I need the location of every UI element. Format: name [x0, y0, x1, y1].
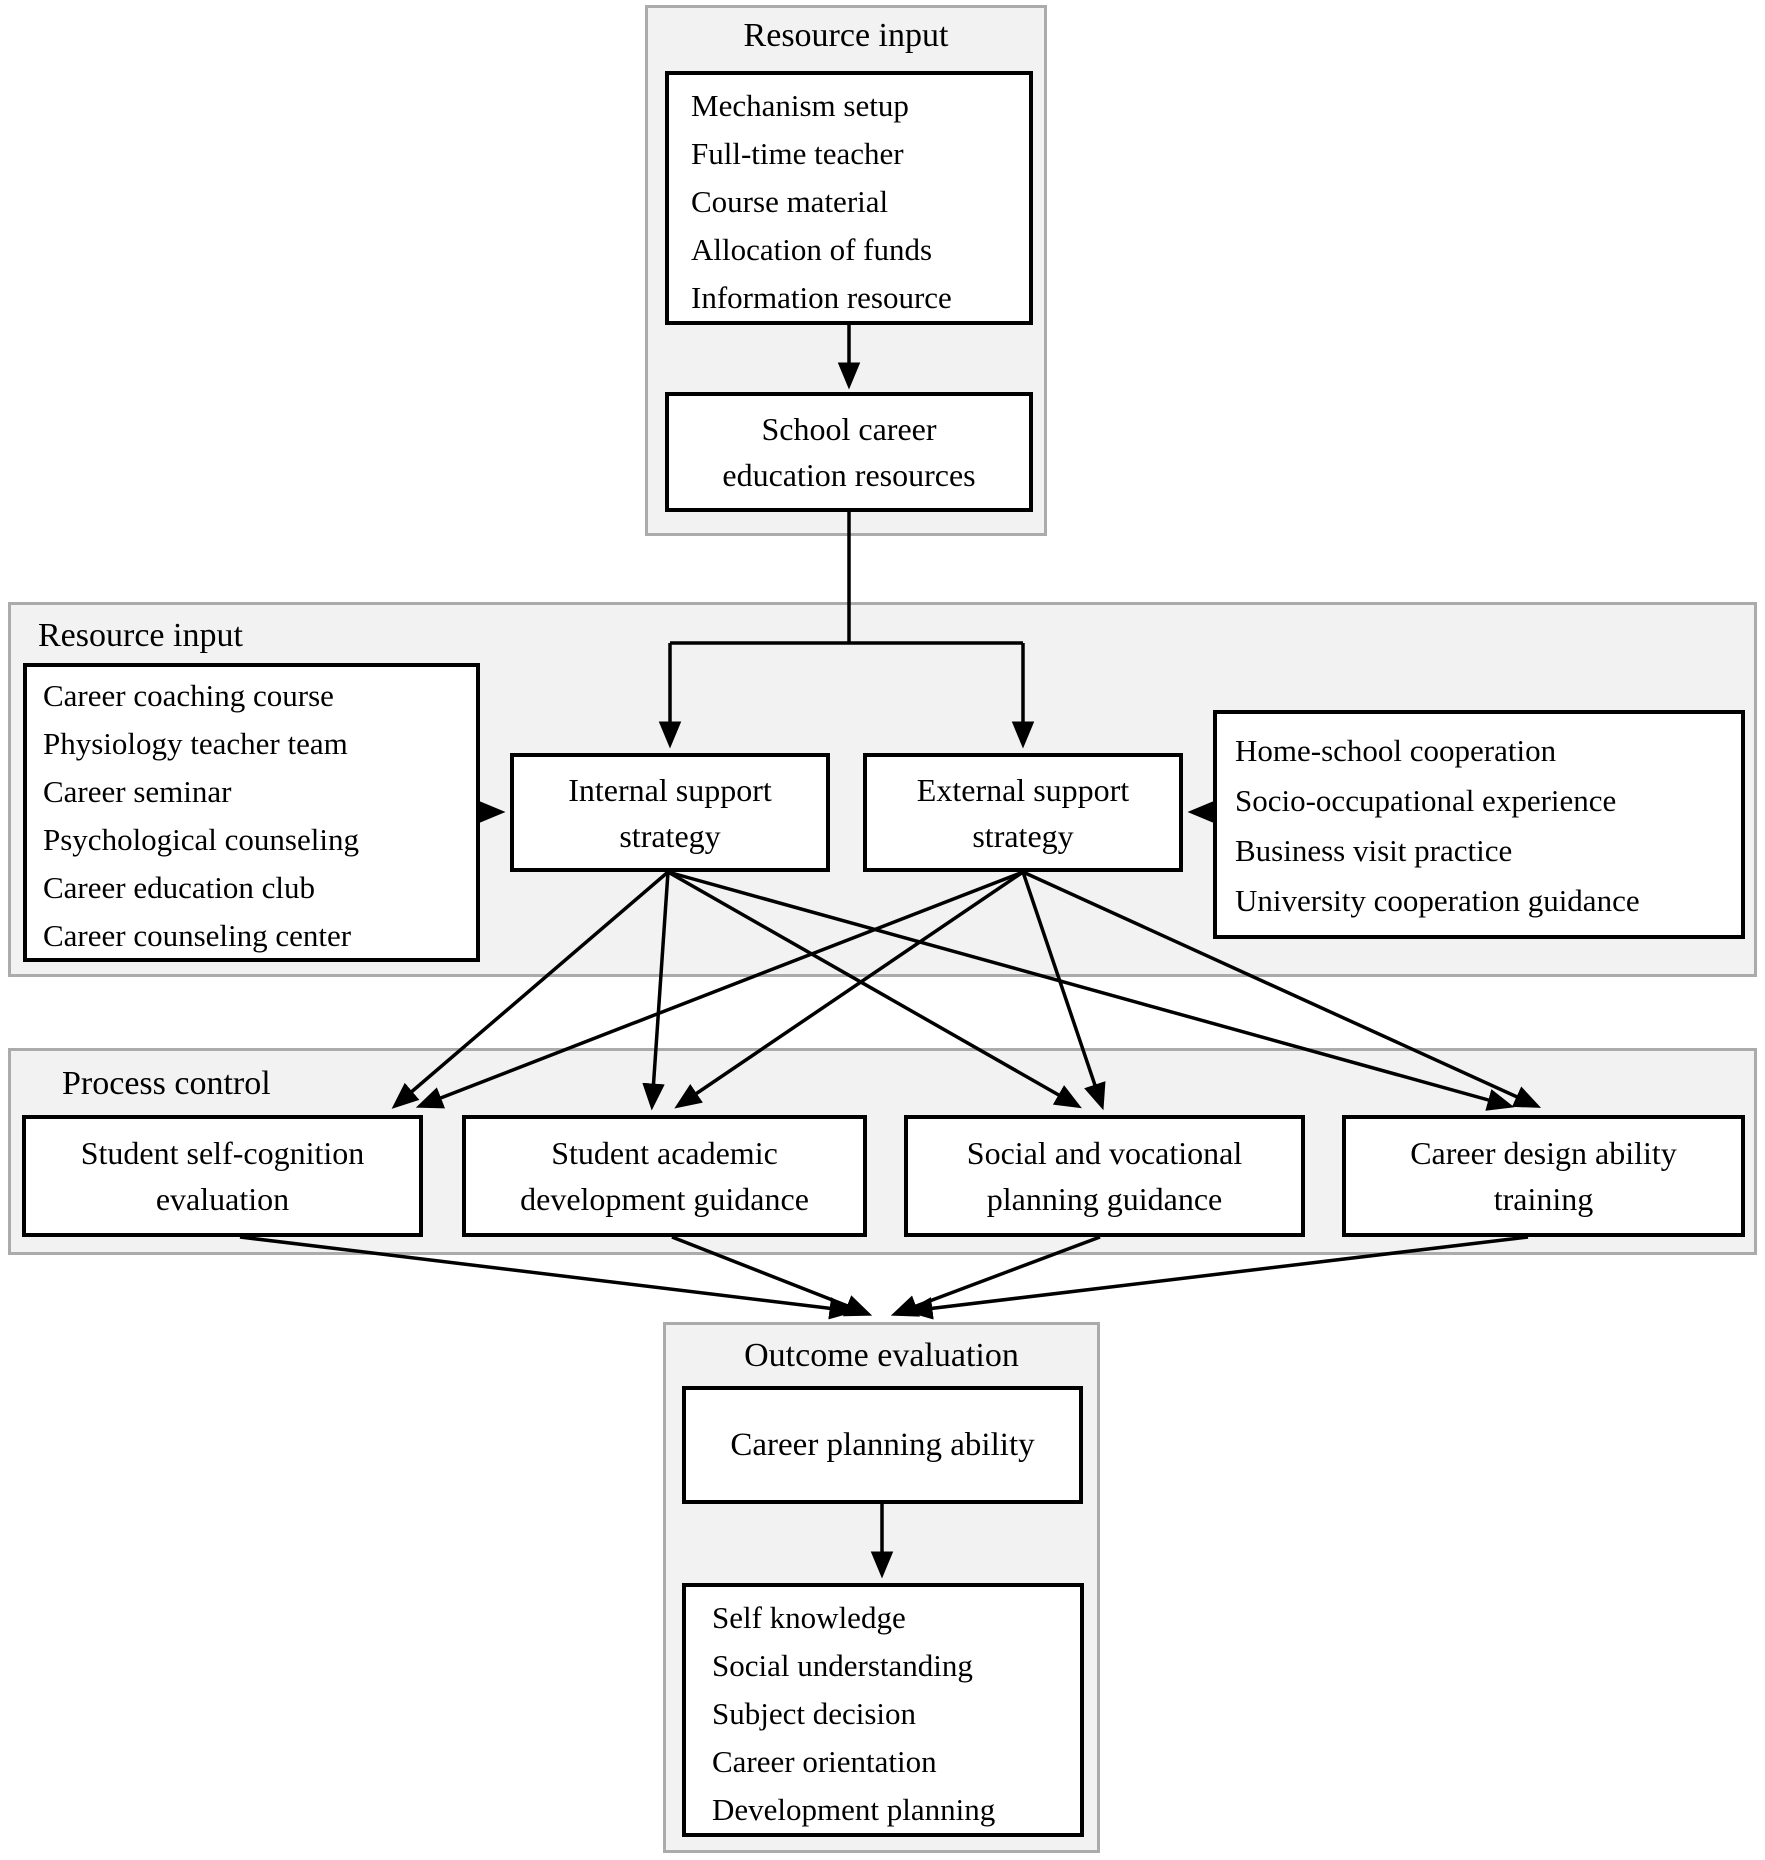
arrow-vocational-to-outcome — [890, 1235, 1101, 1317]
arrow-internal-to-vocational — [667, 870, 1082, 1109]
arrow-internal-to-academic — [642, 871, 670, 1111]
process-panel-title: Process control — [62, 1065, 271, 1102]
arrow-external-to-selfcognition — [415, 870, 1024, 1109]
arrow-academic-to-outcome — [671, 1235, 873, 1317]
arrow-external-to-design — [1022, 870, 1542, 1108]
external-support-strategy-box: External support strategy — [863, 753, 1183, 872]
external-resource-items-box: Home-school cooperation Socio-occupation… — [1213, 710, 1745, 939]
outcome-items-box: Self knowledge Social understanding Subj… — [682, 1583, 1084, 1837]
process-box-academic: Student academic development guidance — [462, 1115, 867, 1237]
top-panel-title: Resource input — [743, 17, 949, 54]
middle-panel-title: Resource input — [38, 617, 243, 654]
process-box-career-design: Career design ability training — [1342, 1115, 1745, 1237]
outcome-panel-title: Outcome evaluation — [744, 1337, 1019, 1374]
internal-resource-items-box: Career coaching course Physiology teache… — [23, 663, 480, 962]
process-box-vocational: Social and vocational planning guidance — [904, 1115, 1305, 1237]
arrow-selfcognition-to-outcome — [239, 1235, 857, 1320]
arrow-design-to-outcome — [905, 1235, 1529, 1320]
school-career-resources-box: School career education resources — [665, 392, 1033, 512]
arrow-internal-to-selfcognition — [391, 870, 670, 1109]
process-box-self-cognition: Student self-cognition evaluation — [22, 1115, 423, 1237]
arrow-external-to-academic — [674, 870, 1024, 1109]
resource-items-box: Mechanism setup Full-time teacher Course… — [665, 71, 1033, 325]
arrow-internal-to-design — [667, 870, 1515, 1111]
career-planning-ability-box: Career planning ability — [682, 1386, 1083, 1504]
internal-support-strategy-box: Internal support strategy — [510, 753, 830, 872]
arrow-external-to-vocational — [1021, 871, 1106, 1111]
